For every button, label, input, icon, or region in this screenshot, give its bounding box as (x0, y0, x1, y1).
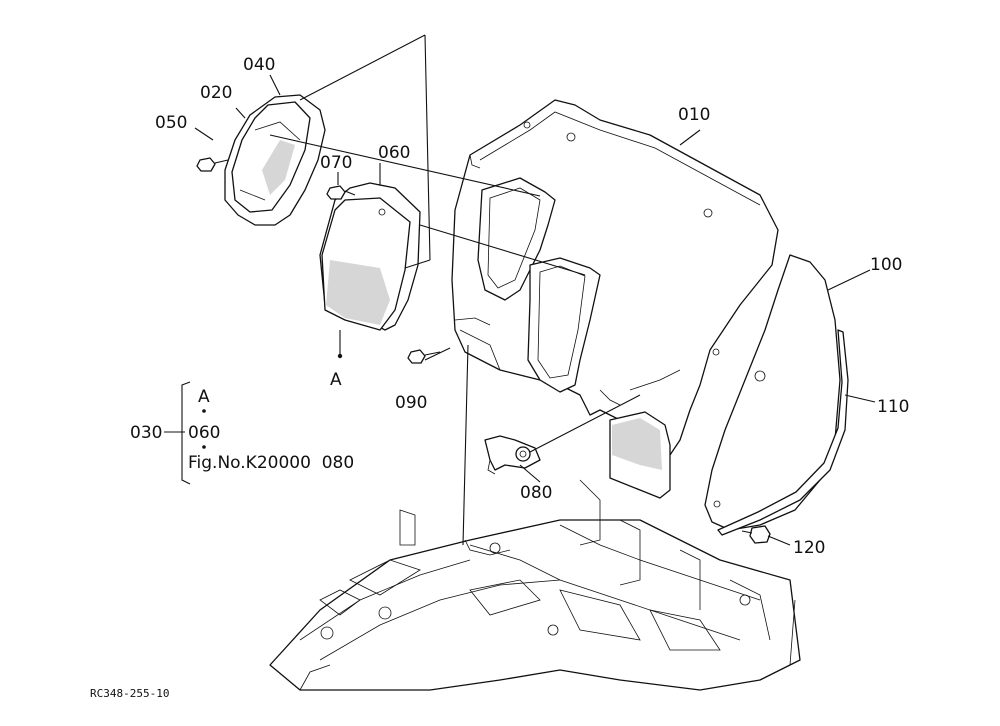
screw-050 (196, 157, 229, 172)
label-050: 050 (155, 113, 187, 133)
part-labels: 010 020 040 050 060 070 080 090 100 110 … (155, 55, 909, 558)
label-080: 080 (520, 483, 552, 503)
label-040: 040 (243, 55, 275, 75)
label-ref-a: A (330, 370, 342, 390)
label-110: 110 (877, 397, 909, 417)
screw-090 (407, 349, 441, 364)
group-030-number: 030 (130, 423, 162, 443)
group-030-dot-2 (202, 445, 206, 449)
label-020: 020 (200, 83, 232, 103)
label-100: 100 (870, 255, 902, 275)
side-panel-100 (704, 254, 841, 531)
drawing-code: RC348-255-10 (90, 687, 169, 700)
leader-lines (194, 34, 876, 546)
label-090: 090 (395, 393, 427, 413)
strip-110 (717, 329, 849, 536)
label-010: 010 (678, 105, 710, 125)
lens-020 (224, 94, 326, 226)
label-070: 070 (320, 153, 352, 173)
ref-a-dot (337, 353, 343, 359)
bracket-080 (484, 435, 541, 475)
group-030-key: 030 A 060 Fig.No.K20000 080 (130, 381, 354, 485)
label-120: 120 (793, 538, 825, 558)
machine-frame (269, 479, 801, 691)
group-030-item-060: 060 (188, 423, 220, 443)
lamp-cover-060 (319, 182, 421, 331)
group-030-item-fig: Fig.No.K20000 080 (188, 453, 354, 473)
bolt-120 (741, 525, 771, 544)
group-030-dot-1 (202, 409, 206, 413)
group-030-item-a: A (198, 387, 210, 407)
screw-070 (326, 185, 356, 200)
label-060: 060 (378, 143, 410, 163)
cover-010 (451, 99, 779, 499)
